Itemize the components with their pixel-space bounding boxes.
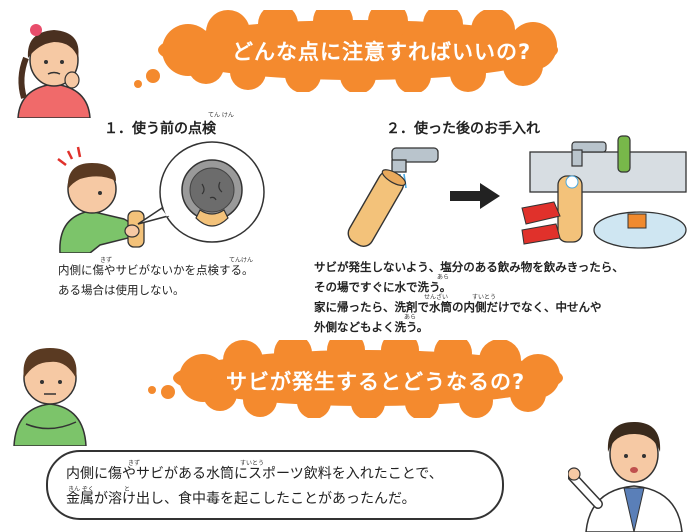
ruby-suitou: すいとう <box>472 294 497 301</box>
doctor-pointing-illustration <box>568 422 683 532</box>
ruby-tenken-s1: てんけん <box>229 257 254 264</box>
doctor-speech-text: 内側に傷やサビがある水筒にスポーツ飲料を入れたことで、 金属が溶け出し、食中毒を… <box>66 462 443 512</box>
section2-body-line2: その場ですぐに水で洗う。 <box>314 280 452 294</box>
ruby-toke: と <box>124 486 131 493</box>
ruby-kizu-bottom: きず <box>128 460 141 467</box>
section2-body-line3: 家に帰ったら、洗剤で水筒の内側だけでなく、中せんや <box>314 300 602 314</box>
ruby-arau-line4: あら <box>404 314 417 321</box>
section1-body-line1: 内側に傷やサビがないかを点検する。 <box>58 263 254 277</box>
ruby-arau-line2: あら <box>437 274 450 281</box>
ruby-kinzoku: きん ぞく <box>68 486 94 493</box>
section2-heading: ２．使った後のお手入れ <box>386 121 540 137</box>
doctor-speech-line2: 金属が溶け出し、食中毒を起こしたことがあったんだ。 <box>66 491 416 507</box>
ruby-kizu-s1: きず <box>100 257 113 264</box>
middle-thought-cloud <box>148 340 563 418</box>
section2-body-line1: サビが発生しないよう、塩分のある飲み物を飲みきったら、 <box>314 260 624 274</box>
doctor-speech-line1: 内側に傷やサビがある水筒にスポーツ飲料を入れたことで、 <box>66 466 443 482</box>
question-heading-1: どんな点に注意すればいいの? <box>232 40 532 64</box>
bottle-under-faucet-illustration <box>347 147 439 247</box>
washing-bottle-sink-illustration <box>521 135 687 249</box>
ruby-suitou-bottom: すいとう <box>240 460 265 467</box>
girl-thinking-illustration <box>17 24 91 118</box>
boy-arms-crossed-illustration <box>13 348 87 446</box>
top-thought-cloud <box>134 10 558 92</box>
section1-body-line2: ある場合は使用しない。 <box>58 283 185 297</box>
section1-body: 内側に傷やサビがないかを点検する。 ある場合は使用しない。 <box>58 260 254 300</box>
boy-inspecting-illustration <box>57 146 145 253</box>
ruby-tenken-heading: てん けん <box>208 112 234 119</box>
question-heading-2: サビが発生するとどうなるの? <box>226 370 526 394</box>
right-arrow-icon <box>450 183 500 209</box>
ruby-senzai: せんざい <box>424 294 449 301</box>
section2-body: サビが発生しないよう、塩分のある飲み物を飲みきったら、 その場ですぐに水で洗う。… <box>314 257 624 337</box>
section1-heading: １．使う前の点検 <box>104 121 216 137</box>
section2-body-line4: 外側などもよく洗う。 <box>314 320 429 334</box>
doctor-speech-bubble <box>46 450 504 520</box>
bottle-inspection-bubble <box>137 141 265 243</box>
